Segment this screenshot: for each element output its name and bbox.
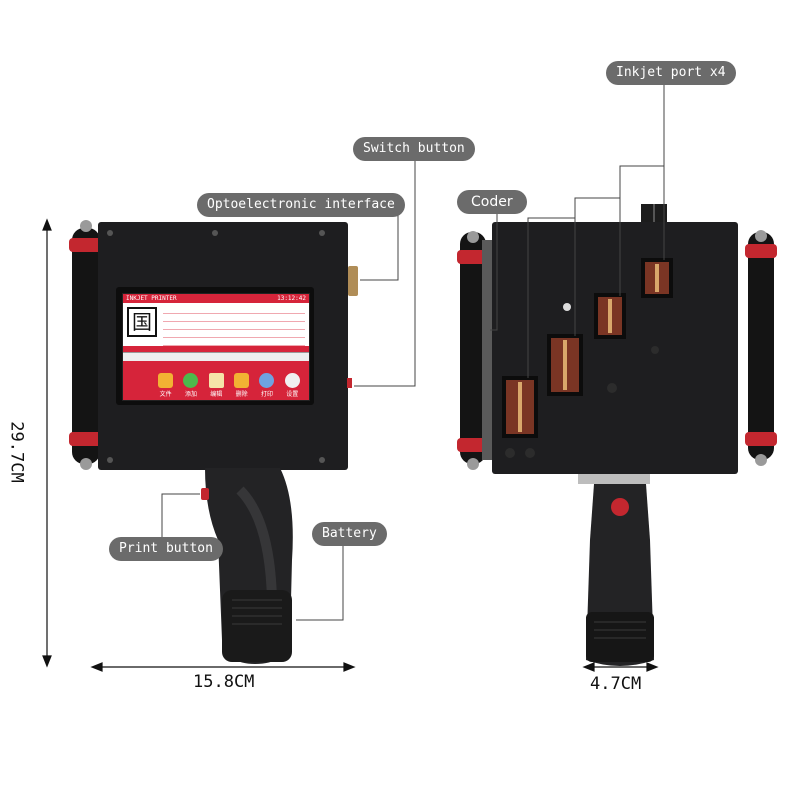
back-right-roller [745, 230, 777, 466]
leader-lines [161, 84, 665, 621]
screen-title-bar: INKJET PRINTER 13:12:42 [123, 294, 309, 303]
screen-title: INKJET PRINTER [126, 295, 177, 302]
plus-icon [183, 373, 199, 388]
width-dimension: 15.8CM [193, 672, 255, 692]
screen-ruler [123, 346, 309, 352]
switch-nub [347, 378, 352, 388]
label-switch-button: Switch button [353, 137, 475, 161]
label-print-button: Print button [109, 537, 223, 561]
tool-edit: 编辑 [208, 373, 224, 398]
label-optoelectronic-interface: Optoelectronic interface [197, 193, 405, 217]
depth-dimension: 4.7CM [590, 674, 642, 694]
gear-icon [284, 373, 300, 388]
front-battery [222, 590, 292, 662]
screen-time: 13:12:42 [277, 295, 306, 302]
tool-settings: 设置 [284, 373, 300, 398]
inkjet-nozzles [502, 258, 673, 438]
tool-delete: 删除 [234, 373, 250, 398]
tool-file: 文件 [158, 373, 174, 398]
dimension-arrows [42, 218, 659, 672]
touch-screen: INKJET PRINTER 13:12:42 国 ⊖▲⊕◀✥▶↺▼↻ 文件 添… [122, 293, 310, 401]
back-left-roller [457, 231, 492, 470]
optoelectronic-connector [348, 266, 358, 296]
screen-glyph: 国 [127, 307, 157, 337]
print-trigger [201, 488, 209, 500]
tool-add: 添加 [183, 373, 199, 398]
back-body [492, 222, 738, 474]
label-inkjet-port: Inkjet port x4 [606, 61, 736, 85]
height-dimension: 29.7CM [6, 421, 27, 483]
screen-text-lines [163, 306, 305, 346]
front-screws [107, 230, 325, 463]
screen-toolbar: 文件 添加 编辑 删除 打印 设置 [123, 361, 309, 400]
delete-icon [234, 373, 250, 388]
edit-icon [208, 373, 224, 388]
tool-print: 打印 [259, 373, 275, 398]
left-roller [69, 220, 103, 470]
folder-icon [158, 373, 174, 388]
print-icon [259, 373, 275, 388]
label-battery: Battery [312, 522, 387, 546]
label-coder: Coder [457, 190, 527, 214]
